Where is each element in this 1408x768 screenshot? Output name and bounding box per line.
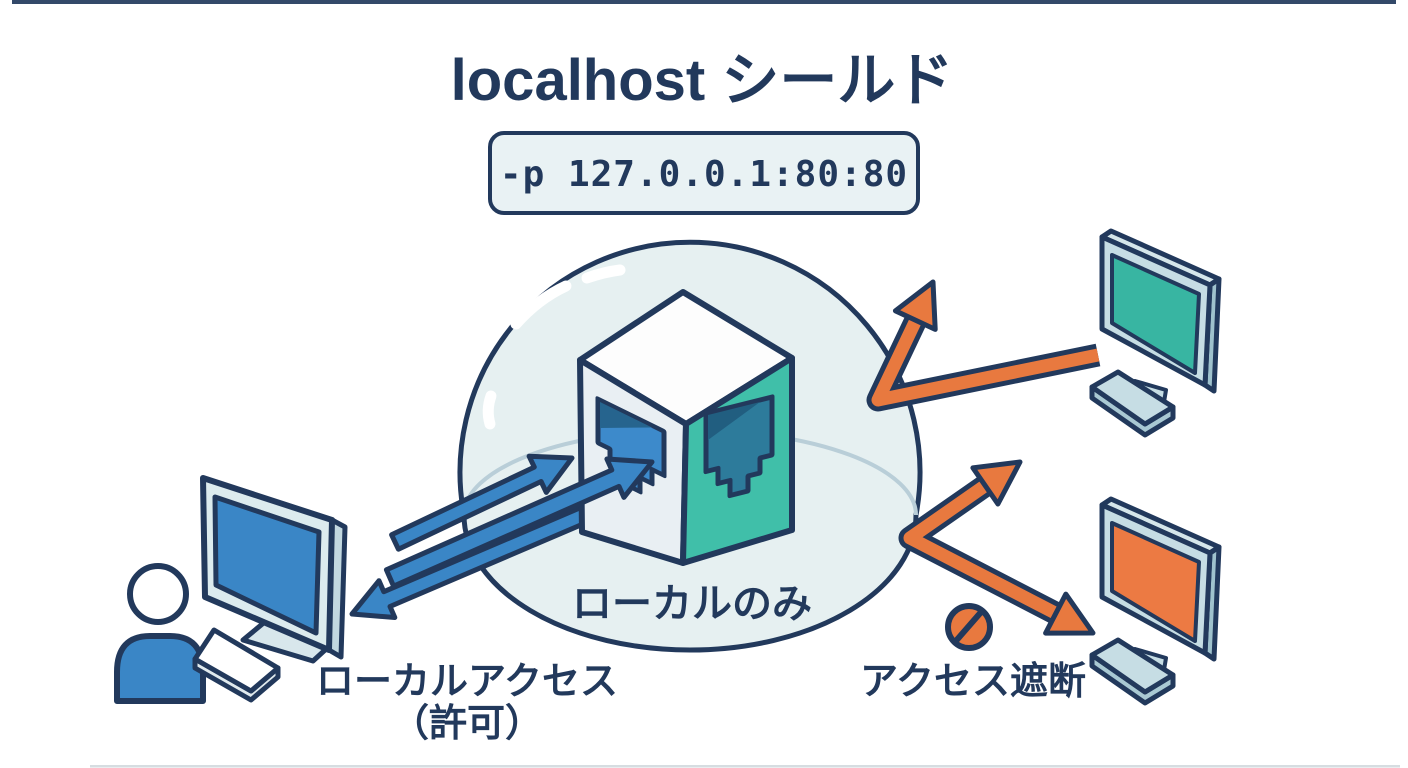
prohibition-icon <box>945 603 993 651</box>
port-left-shadow <box>600 402 652 429</box>
shield-inner-label: ローカルのみ <box>572 582 812 626</box>
monitor-screen <box>1110 521 1201 643</box>
top-edge-line <box>12 0 1396 4</box>
local-user-icon <box>114 563 206 704</box>
allowed-request-arrow-into-port-icon <box>383 456 655 589</box>
port-binding-code-box: -p 127.0.0.1:80:80 <box>488 131 920 215</box>
page-title: localhost シールド <box>451 48 954 113</box>
remote-computer-blocked-icon <box>1089 496 1222 706</box>
allowed-request-arrow-icon <box>389 453 575 552</box>
blocked-arrow-top-head <box>892 279 938 332</box>
local-access-label-line1: ローカルアクセス <box>316 661 618 703</box>
prohibition-slash <box>952 608 985 645</box>
code-box-frame <box>488 131 920 215</box>
ethernet-port-right-icon <box>703 394 775 499</box>
monitor-screen <box>1110 253 1201 375</box>
remote-computer-top-icon <box>1089 228 1222 438</box>
blocked-arrow-top-icon <box>866 279 1101 412</box>
local-access-label-line2: （許可） <box>391 703 543 745</box>
bottom-edge-line <box>90 765 1400 768</box>
keyboard-icon <box>1089 637 1176 695</box>
blocked-arrow-bottom-head-down <box>1043 591 1096 636</box>
dome-shine-highlight <box>482 264 626 430</box>
blocked-arrow-bottom-icon <box>898 459 1096 636</box>
port-right-shadow <box>708 402 760 440</box>
user-body <box>114 633 206 704</box>
allowed-response-arrow-icon <box>349 498 606 620</box>
blocked-access-label: アクセス遮断 <box>860 661 1086 703</box>
code-box-text: -p 127.0.0.1:80:80 <box>500 154 908 195</box>
keyboard-icon <box>192 627 281 694</box>
blocked-arrow-bottom-head-up <box>970 459 1023 507</box>
keyboard-icon <box>1089 369 1176 427</box>
monitor-screen <box>212 494 322 636</box>
local-computer-icon <box>192 475 348 703</box>
user-head <box>127 563 189 625</box>
